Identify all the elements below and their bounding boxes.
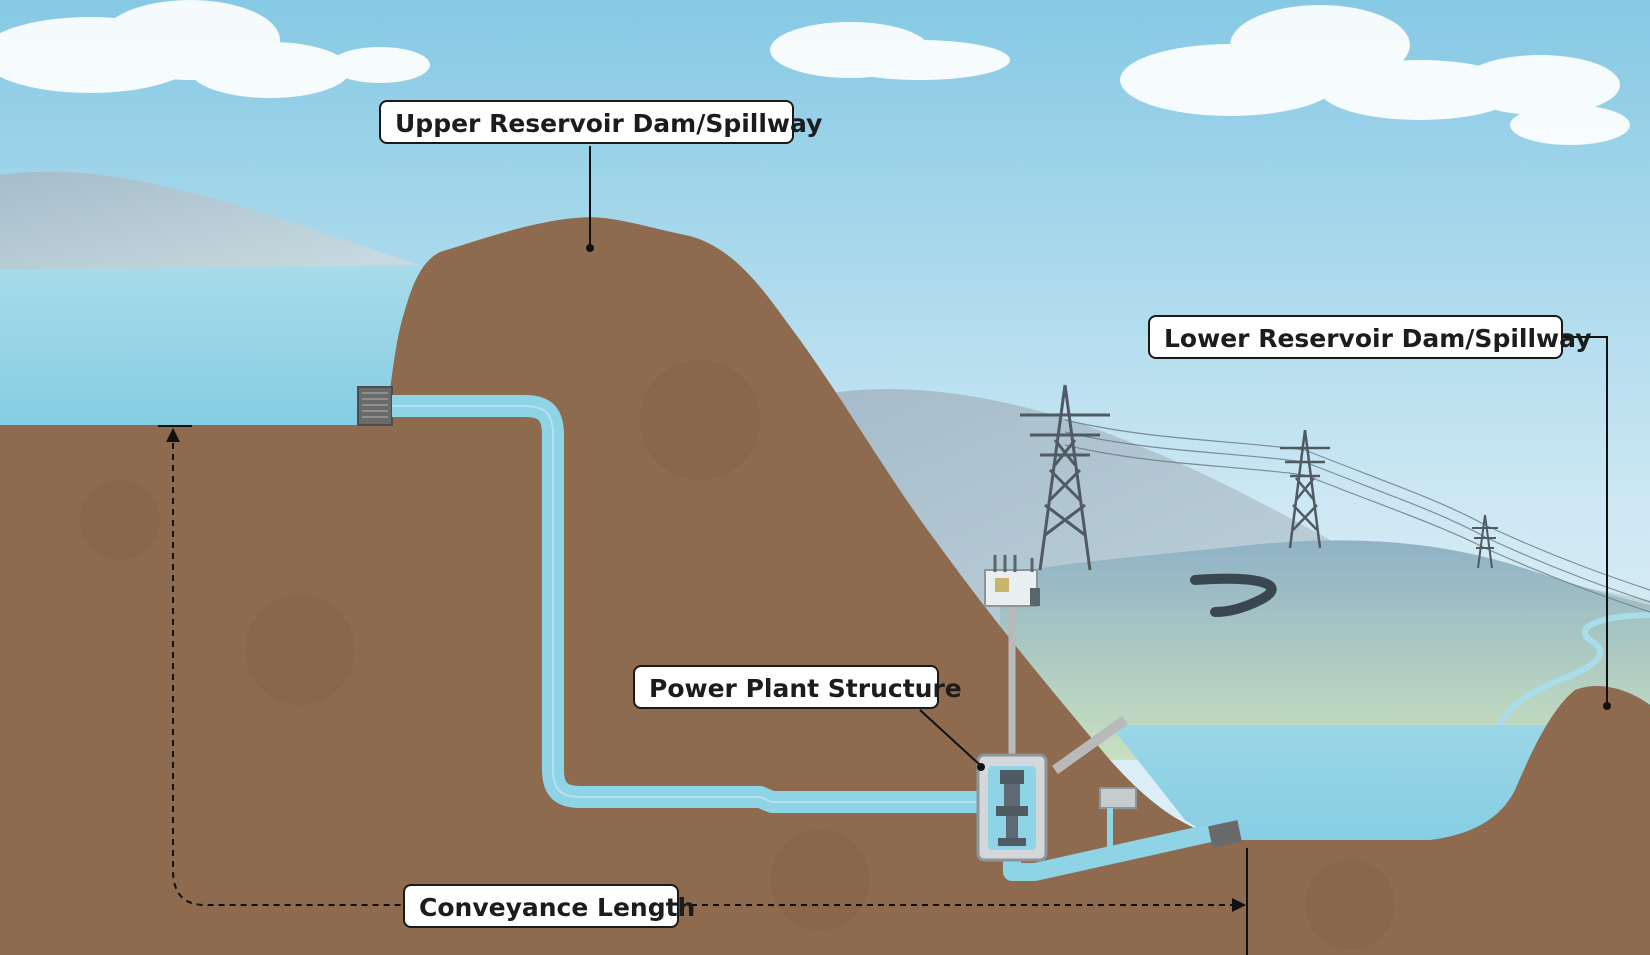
upper-reservoir-callout: Upper Reservoir Dam/Spillway (379, 100, 822, 144)
lower-reservoir-callout: Lower Reservoir Dam/Spillway (1148, 315, 1592, 359)
transmission-tower-1 (1020, 384, 1110, 571)
penstock-tunnel (392, 395, 985, 813)
lower-reservoir-leader (1562, 336, 1608, 705)
transmission-tower-3 (1472, 514, 1498, 569)
transmission-tower-2 (1280, 429, 1330, 549)
upper-reservoir-water (0, 270, 420, 425)
clouds (0, 0, 1630, 145)
green-hill (1000, 540, 1650, 760)
conveyance-arrow-right (1232, 898, 1246, 912)
transmission-lines (1064, 419, 1650, 613)
distant-river (1497, 612, 1650, 727)
conveyance-arrow-up (166, 428, 180, 442)
power-plant-leader (919, 709, 981, 766)
lower-reservoir-water (1110, 725, 1580, 848)
conveyance-length-callout: Conveyance Length (403, 884, 695, 928)
leader-lines (589, 146, 1608, 766)
penstock-tunnel-edge (392, 405, 985, 803)
leader-dots (586, 244, 1611, 771)
lower-outlet (1208, 820, 1242, 848)
power-plant-structure (976, 753, 1048, 862)
far-hills-left (0, 171, 420, 270)
conveyance-dimension (158, 425, 1248, 955)
road (1190, 573, 1277, 617)
earth-texture (80, 360, 1395, 950)
upper-intake-screen (362, 392, 388, 418)
switchyard (984, 555, 1040, 607)
power-plant-callout: Power Plant Structure (633, 665, 962, 709)
surge-chamber (1099, 787, 1137, 850)
tailrace-tunnel (1003, 823, 1217, 881)
access-tunnel (1052, 715, 1128, 775)
